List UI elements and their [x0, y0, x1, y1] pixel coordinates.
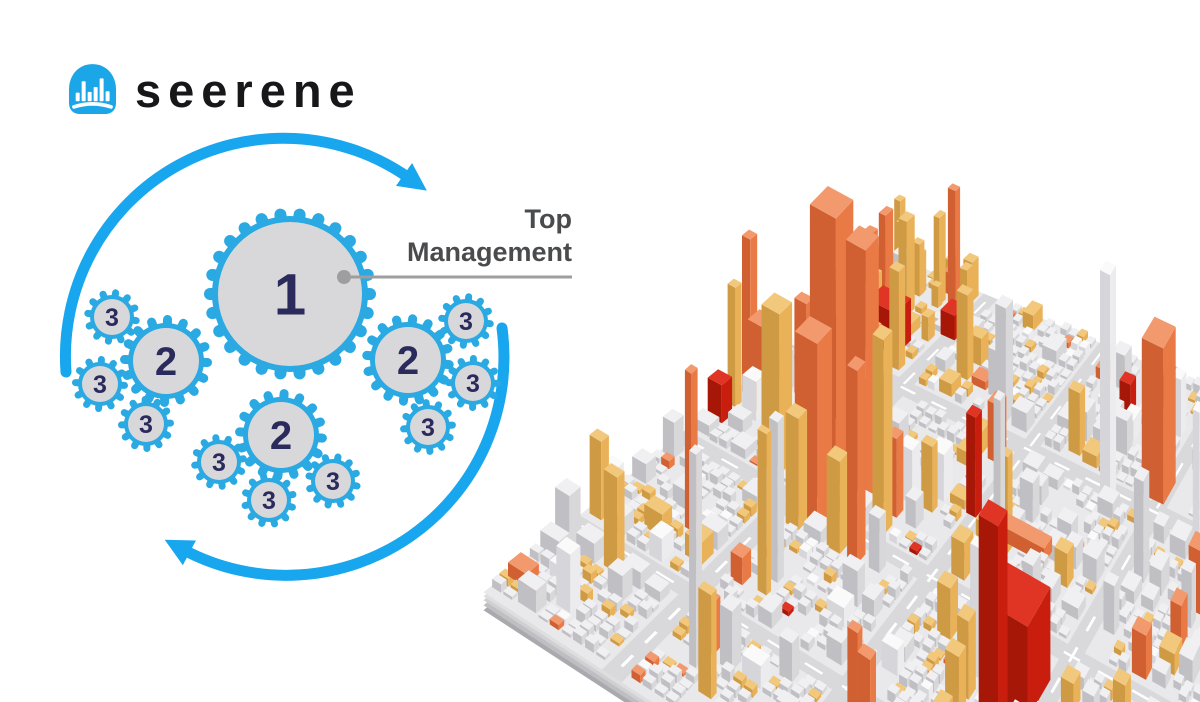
svg-text:3: 3 [262, 487, 276, 515]
gear-level-3: 3 [191, 434, 247, 490]
brand-name: seerene [135, 64, 362, 117]
svg-text:3: 3 [139, 411, 153, 439]
gear-level-3: 3 [445, 355, 501, 411]
svg-text:3: 3 [466, 370, 480, 398]
gear-level-3: 3 [305, 453, 361, 509]
brand-logo: seerene [64, 62, 362, 119]
svg-text:3: 3 [93, 371, 107, 399]
svg-text:1: 1 [274, 262, 306, 327]
label-top-management-line1: Top [525, 204, 572, 234]
svg-text:3: 3 [212, 449, 226, 477]
svg-text:3: 3 [105, 304, 119, 332]
leader-dot [337, 270, 351, 284]
gear-level-2: 2 [362, 314, 454, 406]
svg-text:3: 3 [421, 414, 435, 442]
svg-text:2: 2 [155, 340, 177, 384]
logo-chart-bars [75, 78, 110, 102]
cycle-arrows [59, 132, 510, 581]
gear-level-2: 2 [120, 315, 212, 407]
gear-level-3: 3 [72, 356, 128, 412]
svg-text:2: 2 [270, 414, 292, 458]
svg-text:3: 3 [459, 308, 473, 336]
city-buildings [483, 183, 1200, 702]
gear-level-3: 3 [118, 396, 174, 452]
cycle-arrow-top [59, 132, 427, 378]
bar-chart-dome-icon [68, 64, 117, 115]
gear-level-3: 3 [84, 289, 140, 345]
label-connector [337, 270, 572, 284]
gear-level-1: 1 [204, 208, 376, 380]
svg-text:2: 2 [397, 339, 419, 383]
cycle-arrow-bottom [164, 322, 510, 581]
gear-level-2: 2 [235, 389, 327, 481]
logo-ground-arc [72, 102, 113, 109]
gear-level-3: 3 [400, 399, 456, 455]
gear-level-3: 3 [438, 293, 494, 349]
gear-level-3: 3 [241, 472, 297, 528]
label-top-management-line2: Management [407, 237, 572, 267]
svg-text:3: 3 [326, 468, 340, 496]
